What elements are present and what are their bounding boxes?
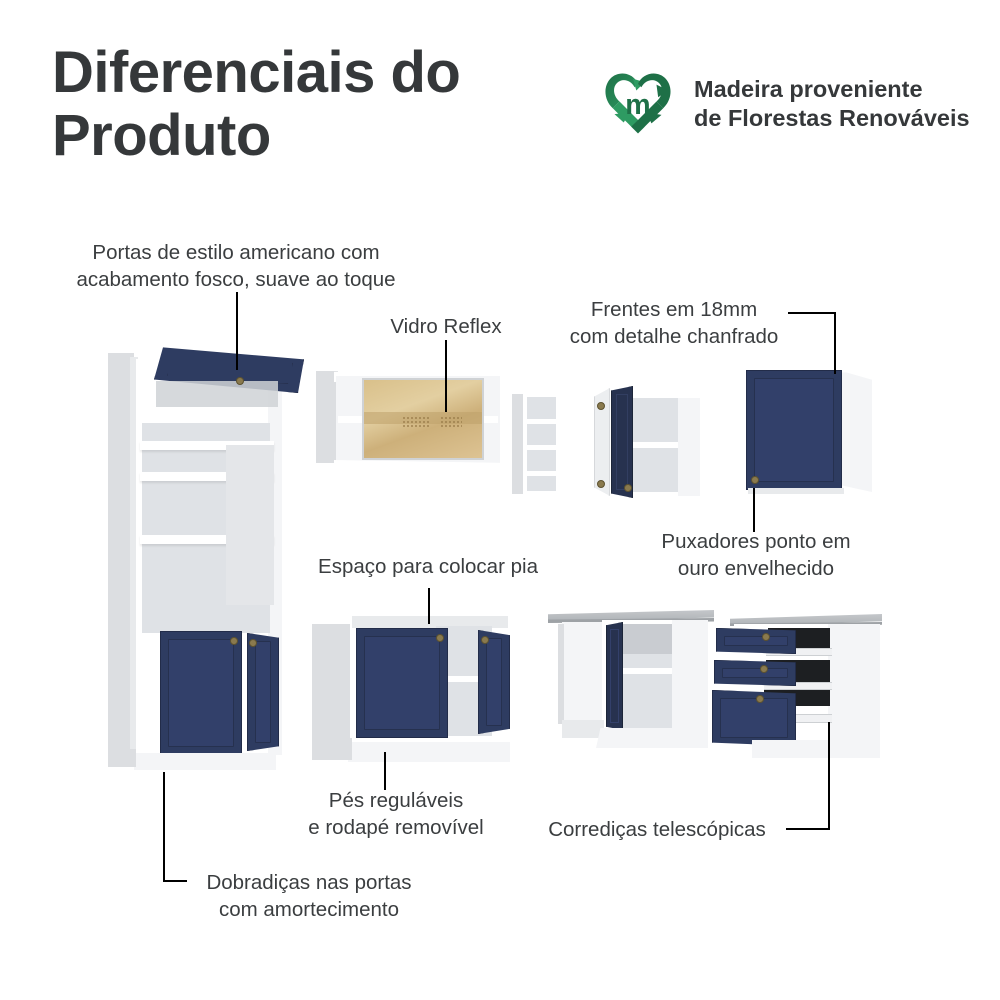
leader-line-corredicas-h	[786, 828, 830, 830]
leader-line-frentes-h	[788, 312, 836, 314]
drawer-front-top	[716, 628, 796, 654]
wall-cabinet-door	[746, 370, 842, 490]
callout-espaco-pia: Espaço para colocar pia	[318, 555, 538, 578]
recycle-heart-m-icon: m	[596, 62, 680, 146]
drawer-knob-middle	[760, 665, 768, 673]
leader-line-frentes-v	[834, 312, 836, 374]
leader-line-dobradicas-h	[163, 880, 187, 882]
callout-vidro-reflex: Vidro Reflex	[390, 315, 502, 338]
sink-door-knob-left	[436, 634, 444, 642]
wall-cabinet-knob	[751, 476, 759, 484]
certification-logo-text: Madeira proveniente de Florestas Renováv…	[694, 75, 970, 131]
drawer-base-cabinet	[708, 602, 894, 766]
glass-wall-cabinet	[316, 368, 502, 480]
sink-door-knob-right	[481, 636, 489, 644]
navy-wall-cabinet	[740, 364, 872, 498]
lower-door-right	[247, 633, 279, 751]
leader-line-dobradicas-v	[163, 772, 165, 882]
open-door-navy	[611, 386, 633, 498]
certification-logo: m Madeira proveniente de Florestas Renov…	[596, 62, 970, 146]
sink-base-cabinet	[312, 610, 524, 770]
door-knob-lower-right	[249, 639, 257, 647]
callout-portas-estilo-americano: Portas de estilo americano com acabament…	[76, 241, 396, 291]
callout-puxadores-ouro: Puxadores ponto em ouro envelhecido	[661, 530, 851, 580]
leader-line-pia	[428, 588, 430, 624]
tall-oven-cabinet	[108, 345, 308, 770]
telescopic-slide-3	[762, 714, 832, 723]
drawer-knob-top	[762, 633, 770, 641]
drawer-front-middle	[714, 660, 796, 686]
corner-open-door	[606, 622, 623, 730]
corner-base-cabinet	[548, 602, 718, 766]
sink-door-left	[356, 628, 448, 738]
callout-frentes-18mm: Frentes em 18mm com detalhe chanfrado	[569, 298, 779, 348]
door-knob-lower-left	[230, 637, 238, 645]
door-knob-flip	[236, 377, 244, 385]
telescopic-slide-2	[764, 682, 832, 690]
page-title: Diferenciais do Produto	[52, 40, 461, 168]
callout-pes-reguláveis: Pés reguláveis e rodapé removível	[308, 789, 484, 839]
callout-dobradicas-amortecimento: Dobradiças nas portas com amortecimento	[206, 871, 412, 921]
sink-door-right	[478, 630, 510, 734]
drawer-knob-bottom	[756, 695, 764, 703]
lower-door-left	[160, 631, 242, 755]
leader-line-pes	[384, 752, 386, 790]
leader-line-corredicas-v	[828, 722, 830, 830]
wall-cabinet-open-doors	[580, 386, 700, 502]
svg-text:m: m	[625, 89, 650, 121]
drawer-front-bottom	[712, 690, 796, 746]
leader-line-portas	[236, 292, 238, 370]
telescopic-slide-1	[766, 648, 832, 656]
open-shelf-unit	[512, 392, 560, 496]
leader-line-vidro	[445, 340, 447, 412]
callout-corredicas-telescopicas: Corrediças telescópicas	[548, 818, 766, 841]
leader-line-puxadores	[753, 488, 755, 532]
